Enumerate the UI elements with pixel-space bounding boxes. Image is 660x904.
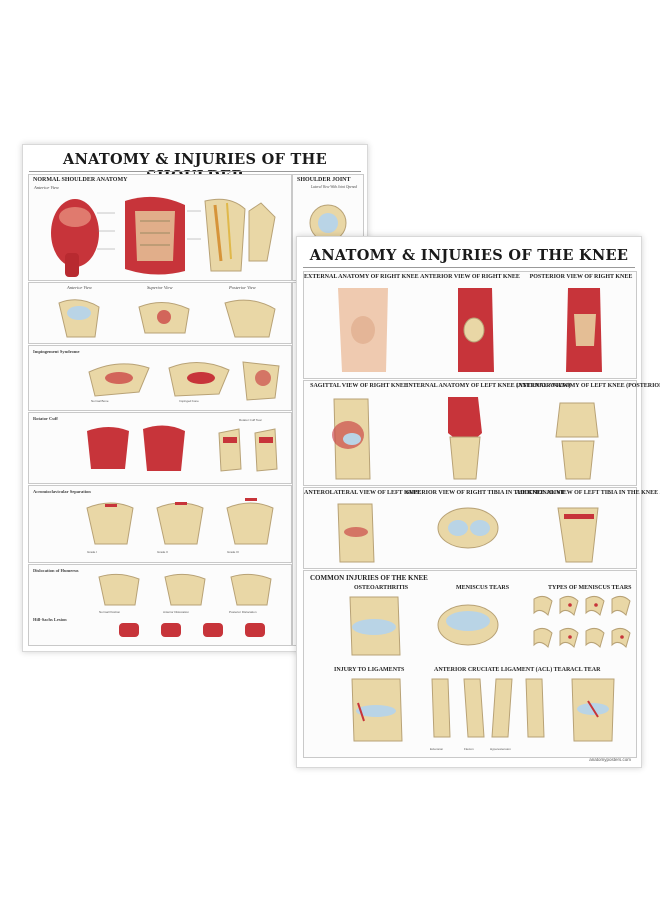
figure-label: Anterior Dislocation	[163, 610, 190, 614]
footer-url: anatomyposters.com	[589, 757, 631, 762]
impingement-section: Impingement Syndrome Normal Bone Impinge…	[28, 345, 292, 411]
panel-title: ACL TEAR	[570, 667, 601, 673]
panel-title: MENISCUS TEARS	[456, 585, 510, 591]
panel-title: ADDITIONAL VIEW OF LEFT TIBIA IN THE KNE…	[516, 490, 660, 496]
view-label: Anterior View	[67, 285, 93, 290]
ligament-injuries-illustrations	[351, 678, 615, 742]
figure-label: Posterior Dislocation	[229, 610, 257, 614]
impingement-illustration	[88, 361, 280, 401]
section-title: NORMAL SHOULDER ANATOMY	[33, 177, 128, 183]
dislocation-section: Dislocation of Humerus Normal Position A…	[28, 564, 292, 646]
section-title: Dislocation of Humerus	[33, 568, 79, 573]
panel-title: ANTERIOR VIEW OF RIGHT KNEE	[420, 274, 520, 280]
normal-anatomy-section: NORMAL SHOULDER ANATOMY Anterior View	[28, 174, 292, 281]
panel-title: POSTERIOR VIEW OF RIGHT KNEE	[529, 274, 633, 280]
figure-label: Rotator Cuff Tear	[239, 418, 262, 422]
section-title: Impingement Syndrome	[33, 349, 80, 354]
figure-label: Flexion	[464, 747, 474, 751]
hill-sachs-title: Hill-Sachs Lesion	[33, 617, 67, 622]
figure-label: Normal Bone	[91, 399, 109, 403]
knee-row-3-illustrations	[337, 503, 599, 563]
knee-poster: ANATOMY & INJURIES OF THE KNEE EXTERNAL …	[296, 236, 660, 768]
grade-label: Grade I	[87, 550, 98, 554]
ac-separation-section: Acromioclavicular Separation Grade I Gra…	[28, 485, 292, 563]
grade-label: Grade II	[157, 550, 168, 554]
rotator-cuff-section: Rotator Cuff Rotator Cuff Tear	[28, 412, 292, 484]
figure-label: Impinged bone	[179, 399, 199, 403]
shoulder-views-illustration	[58, 299, 276, 338]
section-title: COMMON INJURIES OF THE KNEE	[310, 574, 428, 582]
knee-row-2: SAGITTAL VIEW OF RIGHT KNEE INTERNAL ANA…	[303, 380, 660, 486]
panel-title: INJURY TO LIGAMENTS	[334, 667, 405, 673]
panel-title: SUPERIOR VIEW OF RIGHT TIBIA IN THE KNEE…	[406, 490, 565, 496]
section-title: Rotator Cuff	[33, 416, 58, 421]
view-label: Posterior View	[229, 285, 256, 290]
panel-title: INTERNAL ANATOMY OF LEFT KNEE (POSTERIOR…	[516, 383, 660, 389]
panel-title: ANTERIOR CRUCIATE LIGAMENT (ACL) TEAR	[434, 667, 571, 673]
knee-row-1: EXTERNAL ANATOMY OF RIGHT KNEE ANTERIOR …	[303, 271, 637, 379]
panel-title: ANTEROLATERAL VIEW OF LEFT KNEE	[304, 490, 422, 496]
knee-injuries-section: COMMON INJURIES OF THE KNEE OSTEOARTHRIT…	[303, 570, 637, 758]
dislocation-illustration	[98, 573, 272, 606]
knee-row-1-illustrations	[338, 288, 602, 372]
panel-title: EXTERNAL ANATOMY OF RIGHT KNEE	[304, 274, 419, 280]
description-text	[33, 358, 73, 362]
views-section: Anterior View Superior View Posterior Vi…	[28, 282, 292, 344]
hill-sachs-illustration	[119, 623, 265, 637]
rotator-cuff-illustration	[87, 425, 278, 472]
view-label: Superior View	[147, 285, 173, 290]
section-title: Acromioclavicular Separation	[33, 489, 91, 494]
section-subtitle: Lateral View With Joint Opened	[311, 185, 358, 189]
grade-label: Grade III	[227, 550, 239, 554]
title-divider	[29, 171, 361, 172]
figure-label: Extension	[430, 747, 444, 751]
knee-row-3: ANTEROLATERAL VIEW OF LEFT KNEE SUPERIOR…	[303, 487, 660, 569]
figure-label: Hyperextension	[490, 747, 511, 751]
title-divider	[303, 267, 635, 268]
ac-separation-illustration	[86, 498, 274, 545]
shoulder-muscles-illustration	[51, 196, 276, 277]
panel-title: SAGITTAL VIEW OF RIGHT KNEE	[310, 383, 408, 389]
figure-label: Normal Position	[99, 610, 121, 614]
panel-title: OSTEOARTHRITIS	[354, 585, 409, 591]
panel-title: TYPES OF MENISCUS TEARS	[548, 585, 632, 591]
knee-poster-title: ANATOMY & INJURIES OF THE KNEE	[309, 247, 629, 264]
knee-row-2-illustrations	[332, 397, 599, 480]
panel-title: INTERNAL ANATOMY OF LEFT KNEE (ANTERIOR …	[406, 383, 571, 389]
section-subtitle: Anterior View	[34, 185, 60, 190]
knee-injuries-illustrations	[349, 595, 631, 656]
section-title: SHOULDER JOINT	[297, 177, 351, 183]
